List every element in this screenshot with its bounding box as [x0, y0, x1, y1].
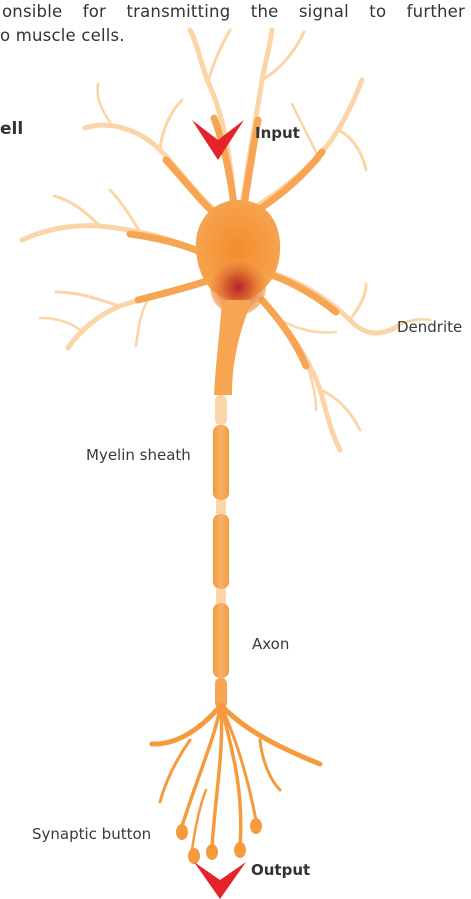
- myelin-sheath-3: [213, 603, 229, 678]
- synaptic-buttons: [176, 818, 262, 864]
- myelin-sheath-1: [213, 425, 229, 500]
- input-label: Input: [255, 124, 300, 142]
- myelin-sheath-2: [213, 514, 229, 589]
- dendrite-label: Dendrite: [397, 318, 462, 336]
- axon: [213, 300, 252, 708]
- myelin-sheath-label: Myelin sheath: [86, 446, 191, 464]
- synaptic-button-label: Synaptic button: [32, 825, 151, 843]
- cell-body: [196, 200, 280, 315]
- axon-label: Axon: [252, 635, 289, 653]
- output-label: Output: [251, 861, 310, 879]
- output-arrow-icon: [194, 862, 246, 899]
